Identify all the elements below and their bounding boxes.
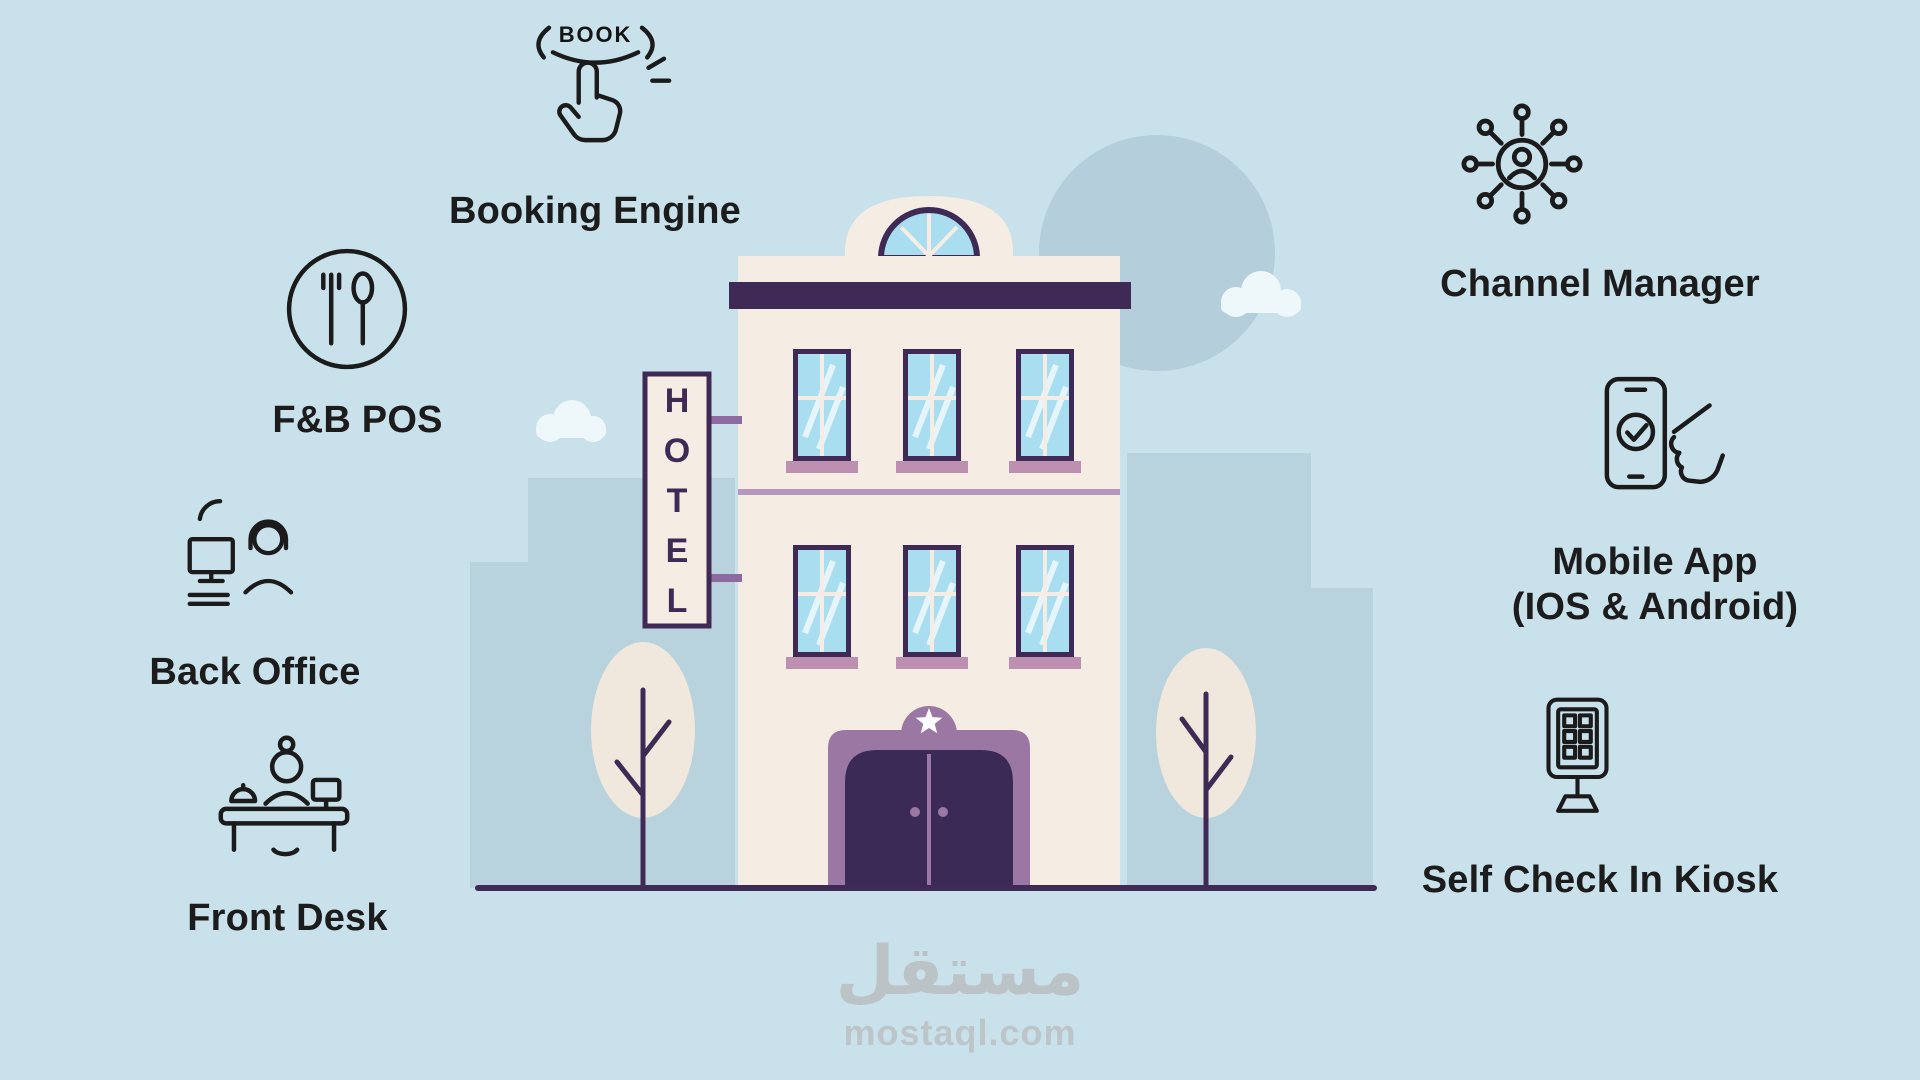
tap-finger xyxy=(576,60,599,105)
label-self-check-in-kiosk: Self Check In Kiosk xyxy=(1421,859,1779,901)
kiosk-button xyxy=(1577,713,1593,729)
network-node xyxy=(1461,155,1479,173)
desk-monitor xyxy=(310,777,342,802)
kiosk-button xyxy=(1577,729,1593,745)
label-fb-pos: F&B POS xyxy=(272,399,443,441)
book-flourish-right xyxy=(639,25,655,60)
watermark-arabic: مستقل xyxy=(835,932,1085,1011)
hub-person-shoulders xyxy=(1507,168,1537,181)
counter-top xyxy=(218,806,350,826)
cloud-left-icon xyxy=(536,400,606,442)
label-front-desk: Front Desk xyxy=(187,897,388,939)
kiosk-button xyxy=(1562,744,1578,760)
label-mobile-app: Mobile App (IOS & Android) xyxy=(1445,540,1865,630)
hotel-window xyxy=(1009,545,1081,669)
tree-left xyxy=(591,642,695,891)
network-node xyxy=(1476,118,1494,136)
book-flourish-left xyxy=(536,25,552,60)
phone-body xyxy=(1604,376,1668,490)
mobile-app-icon xyxy=(1570,366,1728,524)
hotel-window xyxy=(896,349,968,473)
screen-stand xyxy=(197,569,225,584)
hotel-sign-letter: H xyxy=(665,382,690,420)
hub-circle xyxy=(1495,137,1549,191)
headset-band xyxy=(248,519,289,542)
receptionist-head xyxy=(269,750,304,784)
hotel-entrance xyxy=(828,706,1030,888)
floor-divider xyxy=(738,489,1120,495)
agent-shoulders xyxy=(243,578,294,595)
desk-lamp-arc xyxy=(197,499,223,522)
book-underline-arc xyxy=(550,50,641,65)
watermark-url: mostaql.com xyxy=(843,1012,1077,1053)
booking-engine-icon: BOOK xyxy=(518,20,673,175)
book-text: BOOK xyxy=(559,22,633,47)
network-node xyxy=(1565,155,1583,173)
label-booking-engine: Booking Engine xyxy=(448,190,741,232)
kiosk-base xyxy=(1556,794,1599,813)
chair-arc xyxy=(271,847,300,857)
agent-head xyxy=(252,523,285,556)
tap-finger xyxy=(1671,403,1712,435)
network-spokes xyxy=(1476,118,1568,210)
channel-manager-icon xyxy=(1438,80,1606,248)
door-handle xyxy=(938,807,948,817)
cornice xyxy=(729,282,1131,309)
hotel-building: H O T E L xyxy=(642,196,1131,888)
receptionist-bun xyxy=(277,735,296,754)
kiosk-button xyxy=(1562,713,1578,729)
label-back-office: Back Office xyxy=(149,651,361,693)
counter-legs xyxy=(231,821,337,852)
entrance-star-icon xyxy=(915,708,943,734)
tap-fist xyxy=(1668,434,1725,485)
network-node xyxy=(1513,207,1531,225)
computer-screen xyxy=(187,537,235,575)
hotel-window xyxy=(896,545,968,669)
tap-palm xyxy=(557,92,623,143)
door-handle xyxy=(910,807,920,817)
plate-circle xyxy=(286,248,408,370)
click-sparks xyxy=(646,56,672,83)
network-node xyxy=(1549,191,1568,210)
paper-stack xyxy=(187,592,230,606)
tree-right xyxy=(1156,648,1256,891)
hotel-sign-letter: L xyxy=(667,582,688,620)
spoon-bowl xyxy=(351,271,375,305)
hotel-sign-letter: T xyxy=(667,482,688,520)
kiosk-screen-inner xyxy=(1556,707,1599,770)
hotel-window xyxy=(786,545,858,669)
hotel-sign-letter: O xyxy=(664,432,690,470)
cloud-right-icon xyxy=(1221,271,1301,317)
kiosk-button xyxy=(1577,744,1593,760)
back-office-icon xyxy=(172,486,324,638)
front-desk-icon xyxy=(205,722,363,880)
receptionist-shoulders xyxy=(263,790,310,806)
label-mobile-app-line1: Mobile App xyxy=(1552,541,1758,583)
network-node xyxy=(1513,103,1531,121)
kiosk-button xyxy=(1562,729,1578,745)
network-node xyxy=(1476,191,1494,210)
hotel-window xyxy=(786,349,858,473)
network-node xyxy=(1549,118,1568,136)
check-circle xyxy=(1616,412,1656,452)
hotel-sign-letter: E xyxy=(666,532,689,570)
service-bell xyxy=(229,782,258,804)
hub-person-head xyxy=(1511,146,1533,168)
hotel-windows xyxy=(786,349,1081,669)
hotel-window xyxy=(1009,349,1081,473)
check-mark xyxy=(1625,423,1649,442)
label-channel-manager: Channel Manager xyxy=(1440,263,1760,305)
label-mobile-app-line2: (IOS & Android) xyxy=(1511,585,1799,628)
hotel-sign: H O T E L xyxy=(642,371,742,629)
fb-pos-icon xyxy=(268,230,426,388)
headset-earpieces xyxy=(248,537,289,551)
fork xyxy=(321,272,342,346)
self-check-in-kiosk-icon xyxy=(1505,690,1650,835)
